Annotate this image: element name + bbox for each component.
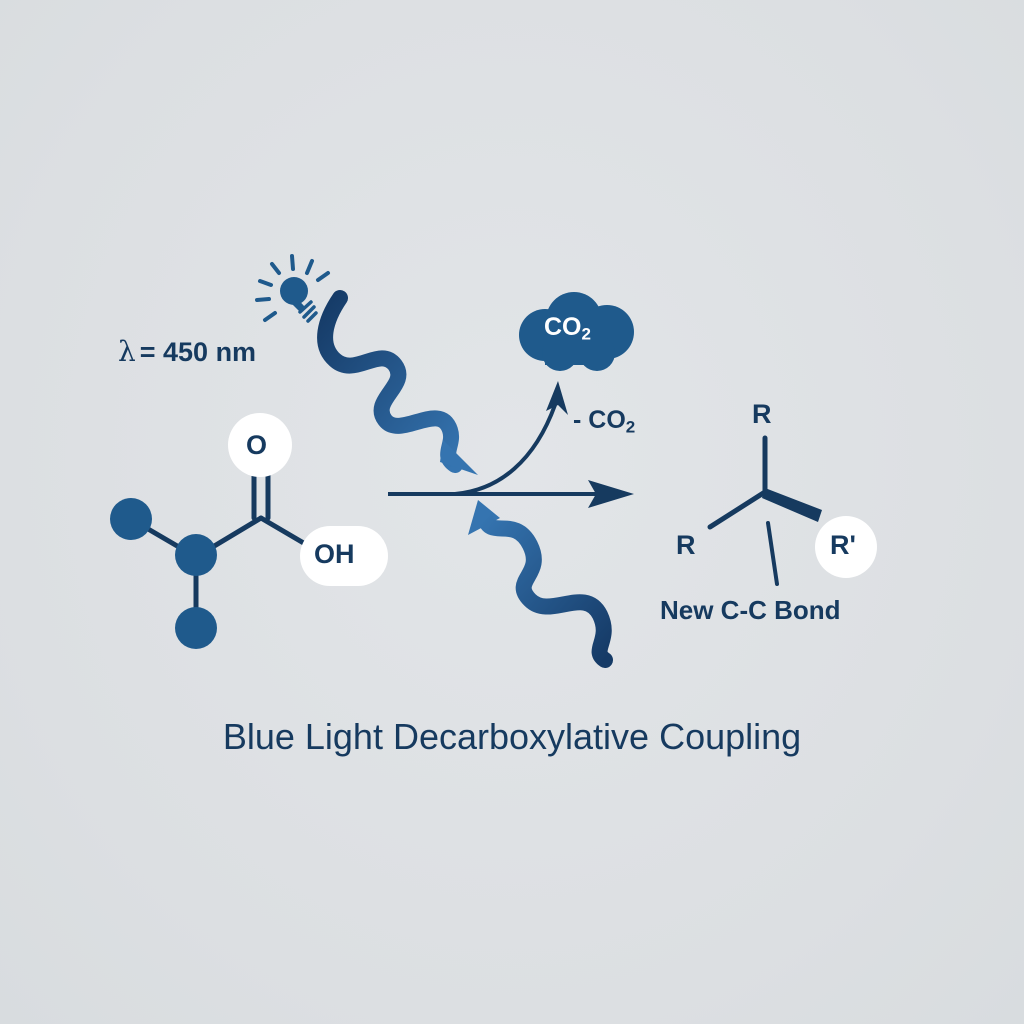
diagram-title: Blue Light Decarboxylative Coupling [222,716,802,757]
methyl-atom-icon [110,498,152,540]
r-prime-bubble [815,516,877,578]
hydroxyl-bubble [300,526,388,586]
co2-cloud-formula: CO [544,313,582,341]
co2-loss-formula: - CO [573,406,626,434]
product-r-prime-label: R' [830,530,856,560]
lightbulb-icon [255,254,330,323]
wedge-bond-icon [762,488,822,522]
outgoing-light-wave-icon [468,500,613,668]
product-skeleton [707,435,779,586]
co2-loss-subscript: 2 [625,417,636,437]
oxygen-bubble [228,413,292,477]
co2-cloud-subscript: 2 [581,324,591,344]
wavelength-value: = 450 nm [139,337,257,367]
co2-release-arrow-icon [454,381,568,496]
carbonyl-oxygen-label: O [246,430,268,460]
co2-cloud-label: CO2 [544,313,591,344]
incoming-light-wave-icon [317,290,478,475]
reaction-arrow-icon [388,480,634,508]
alpha-carbon-atom-icon [175,534,217,576]
co2-loss-label: - CO2 [573,406,636,437]
new-bond-annotation: New C-C Bond [660,595,841,625]
wavelength-label: λ= 450 nm [118,338,256,366]
reactant-skeleton [128,467,310,631]
product-r-left-label: R [676,530,696,560]
hydroxyl-label: OH [314,539,355,569]
methyl-atom-icon [175,607,217,649]
co2-cloud-icon [519,292,634,371]
product-r-top-label: R [752,399,772,429]
lambda-symbol: λ [118,335,136,368]
reactant-atoms [110,498,217,649]
